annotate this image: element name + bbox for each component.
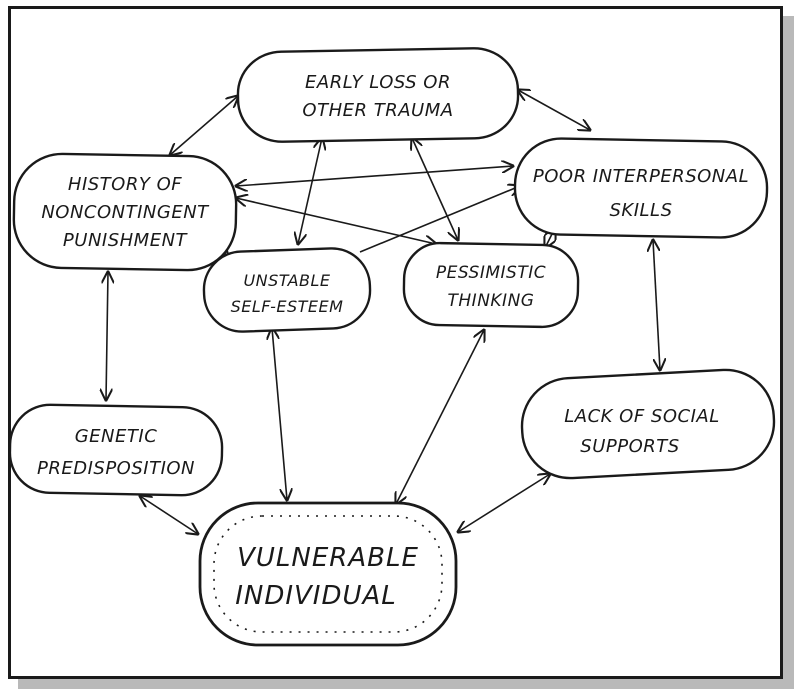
node-poor-skills: POOR INTERPERSONAL SKILLS xyxy=(513,137,769,239)
node-poor-skills-line1: POOR INTERPERSONAL xyxy=(533,166,749,187)
node-unstable-line1: UNSTABLE xyxy=(243,271,330,290)
node-early-loss-line1: EARLY LOSS OR xyxy=(305,72,451,93)
edge-early-loss-pessimistic xyxy=(412,138,458,240)
frame-shadow-bottom xyxy=(18,679,794,689)
node-unstable-line2: SELF-ESTEEM xyxy=(231,297,344,316)
node-lack-support-line1: LACK OF SOCIAL xyxy=(564,406,720,427)
node-history-line3: PUNISHMENT xyxy=(63,230,189,251)
node-early-loss: EARLY LOSS OR OTHER TRAUMA xyxy=(236,47,520,143)
edge-unstable-poor-skills xyxy=(359,186,520,253)
node-pessimistic-line1: PESSIMISTIC xyxy=(436,263,546,283)
edge-early-loss-history xyxy=(170,96,238,155)
node-vulnerable: VULNERABLE INDIVIDUAL xyxy=(198,501,458,647)
node-pessimistic: PESSIMISTIC THINKING xyxy=(402,241,580,329)
node-early-loss-line2: OTHER TRAUMA xyxy=(302,100,453,121)
node-vulnerable-line2: INDIVIDUAL xyxy=(235,581,397,611)
node-genetic-line2: PREDISPOSITION xyxy=(37,458,195,479)
edge-genetic-vulnerable xyxy=(140,496,198,534)
edge-history-genetic xyxy=(106,272,108,400)
edge-early-loss-unstable xyxy=(298,138,322,244)
node-vulnerable-line1: VULNERABLE xyxy=(237,543,419,573)
node-poor-skills-line2: SKILLS xyxy=(609,200,672,221)
edge-early-loss-poor-skills xyxy=(518,90,590,130)
edge-poor-skills-lack-support xyxy=(653,240,660,370)
node-lack-support: LACK OF SOCIAL SUPPORTS xyxy=(520,368,776,480)
node-pessimistic-line2: THINKING xyxy=(448,291,535,311)
edge-pessimistic-vulnerable xyxy=(396,330,484,504)
edge-unstable-vulnerable xyxy=(272,328,287,500)
edge-lack-support-vulnerable xyxy=(458,474,550,532)
node-unstable: UNSTABLE SELF-ESTEEM xyxy=(202,247,372,333)
node-history-line2: NONCONTINGENT xyxy=(41,202,210,223)
node-vulnerable-ticks xyxy=(213,515,443,633)
frame-shadow-right xyxy=(783,16,794,684)
node-genetic: GENETIC PREDISPOSITION xyxy=(8,403,224,497)
node-history-line1: HISTORY OF xyxy=(68,174,182,195)
edge-history-pessimistic xyxy=(236,198,436,244)
edge-history-poor-skills xyxy=(236,166,513,186)
node-lack-support-line2: SUPPORTS xyxy=(580,436,679,457)
node-genetic-line1: GENETIC xyxy=(75,426,158,447)
node-history: HISTORY OF NONCONTINGENT PUNISHMENT xyxy=(12,152,238,272)
